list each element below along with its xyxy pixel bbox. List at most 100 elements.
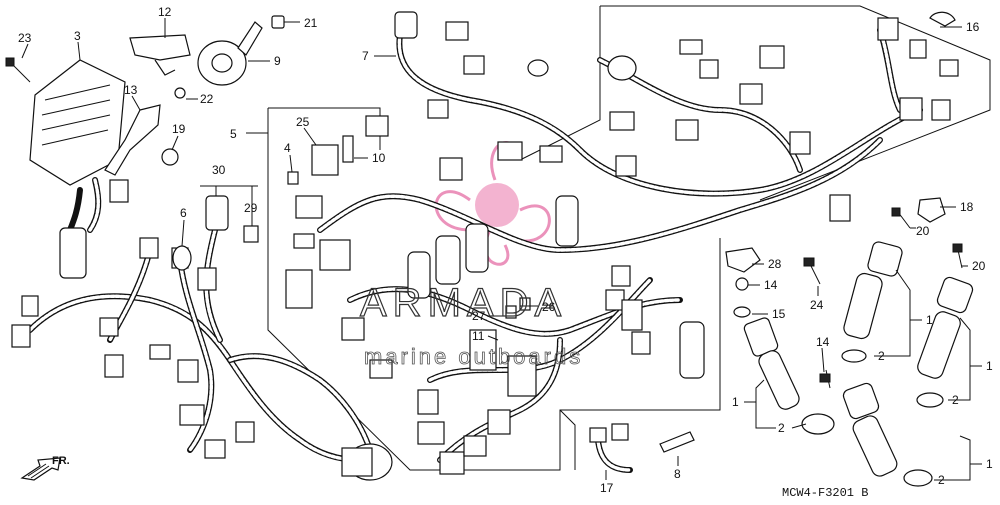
connector-left-8 [104,354,124,378]
callout-19: 19 [172,122,186,136]
connector-top-o [931,99,951,121]
connector-top-j [829,194,851,222]
callout-30: 30 [212,163,226,177]
relay-26 [519,297,531,311]
connector-7c [463,55,485,75]
front-direction-indicator: FR. [20,455,70,481]
small-parts-bottom [589,423,695,473]
bolt-14a [735,277,749,291]
leader-lines [21,18,982,481]
connector-left-3 [99,317,119,337]
left-harness [11,195,393,481]
connector-7h [439,157,463,181]
callout-10: 10 [372,151,386,165]
callout-24: 24 [810,298,824,312]
ignition-coil-d [842,382,933,487]
connector-7f [365,115,389,137]
connector-top-h [615,155,637,177]
connector-top-g [675,119,699,141]
connector-left-12 [204,439,226,459]
cap-a [555,195,579,247]
connector-low-h [605,289,625,311]
bulb-socket-body [341,447,373,477]
clip-15 [733,306,751,318]
connector-top-m [939,59,959,77]
small-parts-right [725,11,963,389]
connector-left-11 [235,421,255,443]
watermark-tagline: marine outboards [364,344,583,369]
connector-30 [205,195,229,231]
callout-5: 5 [230,127,237,141]
callout-2d: 2 [938,473,945,487]
connector-7b [445,21,469,41]
fuse-10 [342,135,354,163]
connector-7d [527,59,549,77]
connector-left-9 [177,359,199,383]
callout-9: 9 [274,54,281,68]
clip-18 [917,197,946,223]
band-8 [659,431,695,453]
connector-top-c [699,59,719,79]
callout-3: 3 [74,29,81,43]
regulator-connector [109,179,129,203]
callout-labels: 23 3 12 21 9 13 22 19 5 25 4 10 30 29 6 … [18,5,993,495]
relay-4 [287,171,299,185]
callout-15: 15 [772,307,786,321]
connector-7i [539,145,563,163]
callout-8: 8 [674,467,681,481]
connector-low-f [487,409,511,435]
callout-14a: 14 [764,278,778,292]
regulator-rectifier [5,57,129,279]
connector-top-a [607,55,637,81]
connector-17 [589,427,607,443]
connector-top-b [679,39,703,55]
connector-top-n [899,97,923,121]
connector-left-6 [197,267,217,291]
watermark-brand: ARMADA [360,281,567,325]
cap-b [435,235,461,285]
relay-29 [243,225,259,243]
connector-low-i [621,299,643,331]
ignition-coils [743,241,974,487]
fuse-box-25 [311,144,339,176]
connector-5a [293,233,315,249]
connector-top-l [909,39,927,59]
connector-top-d [759,45,785,69]
ignition-coil-b [841,241,903,363]
connector-17b [611,423,629,441]
callout-14b: 14 [816,335,830,349]
ignition-coil-a [743,317,835,435]
callout-2a: 2 [878,349,885,363]
connector-top-i [789,131,811,155]
callout-28: 28 [768,257,782,271]
callout-1d: 1 [986,457,993,471]
callout-21: 21 [304,16,318,30]
cap-c [465,223,489,273]
callout-22: 22 [200,92,214,106]
front-label: FR. [52,455,70,467]
connector-low-j [631,331,651,355]
connector-top-f [609,111,635,131]
callout-1c: 1 [732,395,739,409]
callout-2c: 2 [778,421,785,435]
connector-5b [319,239,351,271]
connector-left-1 [21,295,39,317]
connector-low-k [611,265,631,287]
connector-low-a [369,359,393,379]
fuse-box-group [285,135,365,341]
callout-2b: 2 [952,393,959,407]
callout-20a: 20 [916,224,930,238]
callout-7: 7 [362,49,369,63]
drawing-code: MCW4-F3201 B [782,486,868,500]
callout-16: 16 [966,20,980,34]
connector-low-c [417,421,445,445]
cap-d [407,251,431,299]
connector-7e [427,99,449,119]
ignition-coil-c [916,276,974,408]
connector-11 [469,329,497,371]
callout-25: 25 [296,115,310,129]
callout-1a: 1 [926,313,933,327]
connector-low-e [463,435,487,457]
